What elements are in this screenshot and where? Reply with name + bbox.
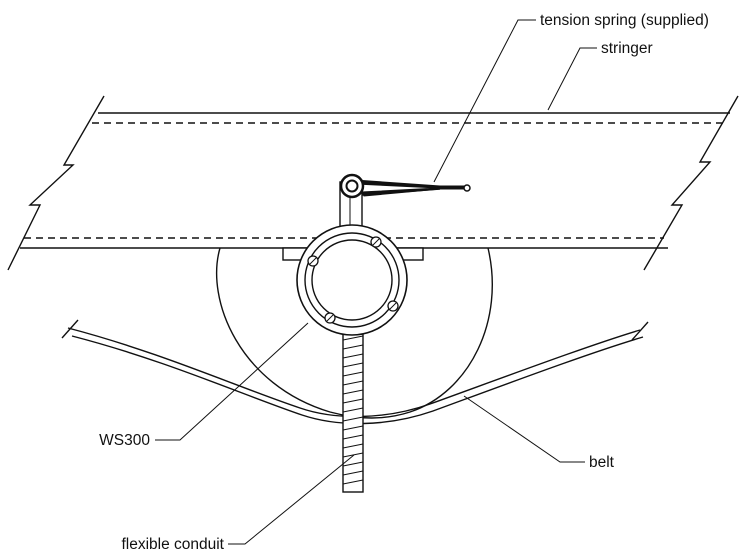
flexible-conduit <box>342 311 364 493</box>
ws300-label: WS300 <box>99 432 150 449</box>
mounting-screw <box>307 255 319 267</box>
stringer-leader <box>547 47 597 111</box>
stringer-label: stringer <box>601 40 653 57</box>
ws300-leader <box>155 322 309 441</box>
tension-spring-label: tension spring (supplied) <box>540 12 709 29</box>
belt-label: belt <box>589 454 615 471</box>
leader-lines <box>155 19 597 545</box>
mounting-screw <box>324 312 336 324</box>
flexible-conduit-leader <box>228 454 355 545</box>
mounting-screw <box>370 236 382 248</box>
mounting-screw <box>387 300 399 312</box>
tension-spring <box>339 173 471 199</box>
belt-leader <box>463 395 585 463</box>
tension-spring-leader <box>433 19 536 183</box>
pulley-wheel <box>216 247 493 419</box>
ws300-sensor <box>296 224 408 336</box>
flexible-conduit-label: flexible conduit <box>121 536 224 553</box>
